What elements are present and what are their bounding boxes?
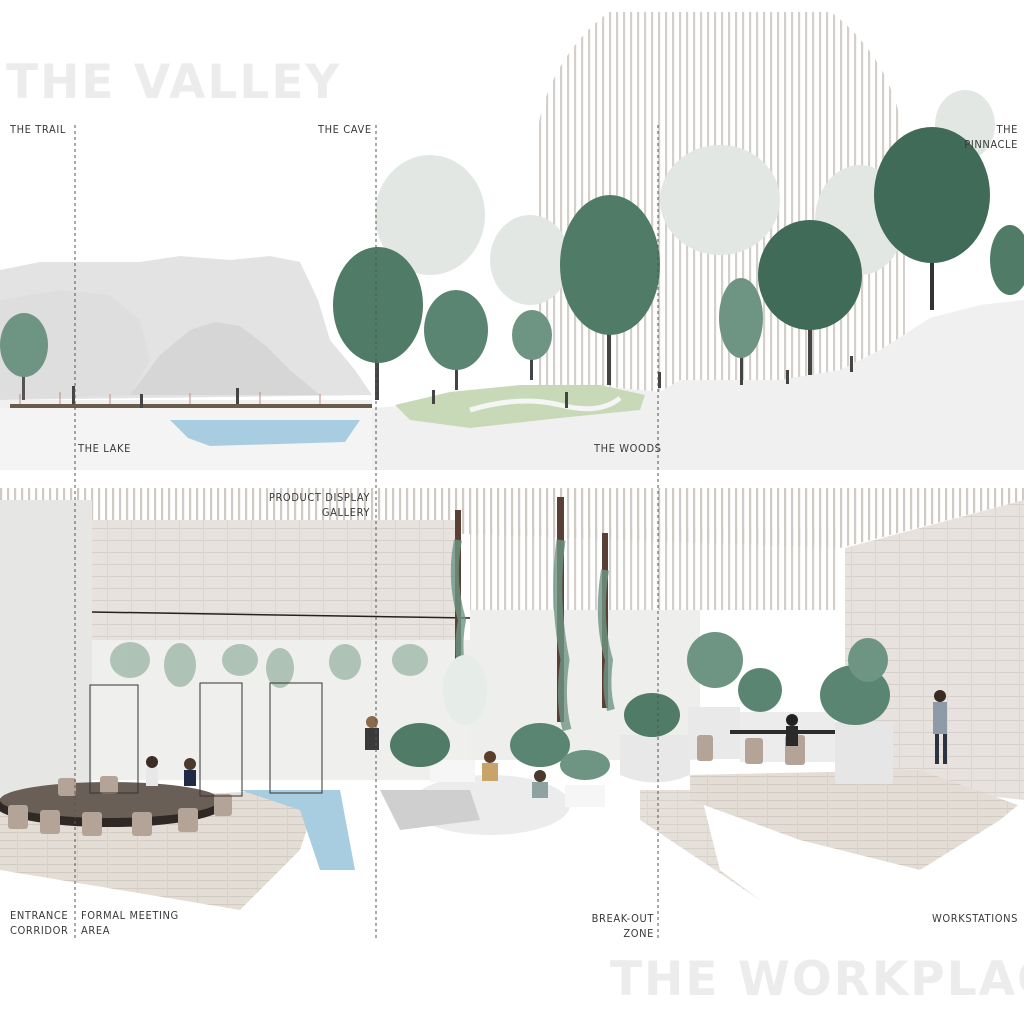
- meeting-area: [0, 682, 323, 836]
- tree-woods-2: [512, 310, 552, 380]
- ceiling: [0, 488, 1024, 610]
- valley-people: [72, 356, 853, 408]
- tree-woods-1: [424, 290, 488, 390]
- trees: [0, 127, 1024, 400]
- woods-meadow: [395, 385, 645, 428]
- label-the-woods: THE WOODS: [594, 442, 662, 455]
- tree-right-1: [719, 278, 763, 385]
- tree-cave: [333, 247, 423, 400]
- title-valley: THE VALLEY: [6, 55, 342, 110]
- label-formal-meeting-area: FORMAL MEETING AREA: [81, 909, 179, 937]
- label-the-lake: THE LAKE: [78, 442, 131, 455]
- hanging-plants: [110, 642, 428, 688]
- workstations-area: [620, 632, 947, 784]
- tree-left: [0, 313, 48, 400]
- background-trees: [375, 90, 995, 305]
- columns: [450, 497, 615, 732]
- handrail: [91, 611, 471, 619]
- title-workplace: THE WORKPLACE: [610, 952, 1024, 1007]
- label-the-trail: THE TRAIL: [10, 123, 66, 136]
- tree-right-2: [758, 220, 862, 375]
- tree-edge: [990, 225, 1024, 295]
- lake: [170, 420, 360, 446]
- label-break-out-zone: BREAK-OUT ZONE: [591, 912, 654, 940]
- label-product-display-gallery: PRODUCT DISPLAY GALLERY: [268, 491, 370, 519]
- boardwalk: [10, 404, 372, 408]
- tree-woods-3: [560, 195, 660, 385]
- breakout-zone: [365, 655, 610, 835]
- label-the-pinnacle: THE PINNACLE: [964, 123, 1018, 151]
- label-entrance-corridor: ENTRANCE CORRIDOR: [10, 909, 69, 937]
- woods-path: [469, 396, 622, 413]
- reeds: [19, 392, 321, 404]
- tree-pinnacle: [874, 127, 990, 310]
- label-the-cave: THE CAVE: [318, 123, 372, 136]
- rock-cliffs: [0, 256, 372, 400]
- label-workstations: WORKSTATIONS: [932, 912, 1018, 925]
- wood-panel-wall: [92, 520, 457, 640]
- zone-divider-lines: [74, 125, 659, 940]
